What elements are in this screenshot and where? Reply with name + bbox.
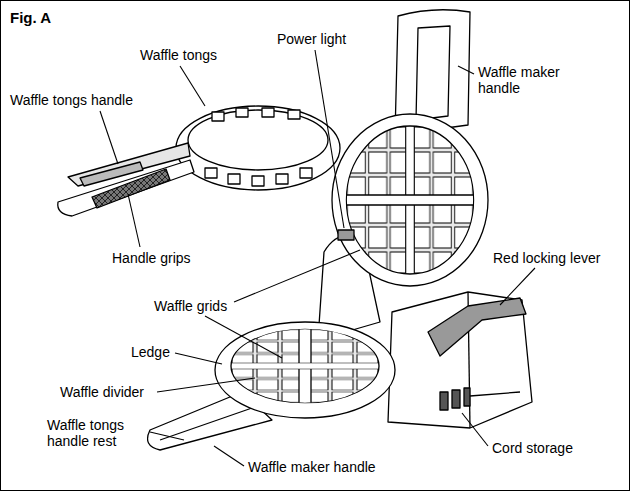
locking-lever — [428, 298, 526, 356]
leader-line — [128, 194, 140, 247]
cord-clip — [440, 392, 448, 410]
lid-waffle-grid — [341, 120, 479, 280]
part-label: Red locking lever — [493, 250, 600, 266]
leader-line — [205, 316, 282, 358]
part-label: Waffle maker handle — [248, 459, 376, 475]
leader-line — [150, 432, 184, 440]
figure-title: Fig. A — [10, 9, 51, 26]
part-label: Waffle tongs — [140, 47, 217, 63]
tongs-window — [236, 108, 248, 117]
leader-line — [175, 353, 222, 364]
lid-divider — [341, 195, 479, 205]
tongs-window — [300, 168, 312, 178]
tongs-window — [228, 174, 240, 184]
tongs-ring-inner — [188, 110, 328, 170]
bottom-waffle-grid — [225, 326, 385, 406]
waffle-divider — [225, 363, 385, 369]
tongs-window — [276, 174, 288, 184]
part-label: Ledge — [131, 344, 170, 360]
power-light — [338, 230, 354, 240]
base-housing — [388, 292, 532, 428]
part-label: Cord storage — [492, 440, 573, 456]
part-label: Handle grips — [112, 250, 191, 266]
cord-storage — [440, 388, 470, 410]
cord — [470, 392, 520, 396]
leader-line — [315, 50, 344, 228]
leader-line — [462, 413, 488, 446]
leader-line — [180, 66, 205, 106]
tongs-window — [212, 112, 224, 121]
leader-line — [214, 446, 244, 466]
leader-line — [234, 250, 360, 302]
part-label: Waffle grids — [154, 298, 227, 314]
tongs-ring — [176, 106, 340, 190]
lid-handle-slot — [416, 26, 450, 120]
leader-line — [157, 378, 255, 392]
tongs-window — [252, 176, 264, 186]
part-label: Power light — [277, 31, 346, 47]
leader-line — [100, 111, 118, 164]
lid-plate — [332, 114, 488, 286]
lid-grid-ground — [341, 120, 479, 280]
tongs-window — [262, 108, 274, 117]
part-label: Waffle tongs handle — [10, 92, 133, 108]
lid-grid-rim — [346, 126, 473, 274]
cord-clip — [464, 388, 470, 406]
tongs-lower-arm — [58, 160, 194, 216]
bottom-grid-ground — [225, 326, 385, 406]
cord-clip — [452, 390, 460, 408]
leader-lines — [100, 50, 535, 466]
tongs-window — [288, 110, 300, 119]
part-label: Waffle tongs handle rest — [47, 417, 147, 449]
leader-line — [458, 66, 474, 74]
handle-rest-groove — [160, 408, 252, 440]
leader-line — [500, 268, 535, 305]
tongs-window — [205, 168, 217, 178]
tongs-handle-grip — [92, 169, 170, 208]
bottom-grid-rim — [231, 329, 379, 403]
part-label: Waffle maker handle — [478, 64, 586, 96]
tongs-windows — [205, 108, 312, 186]
part-label: Waffle divider — [60, 384, 144, 400]
